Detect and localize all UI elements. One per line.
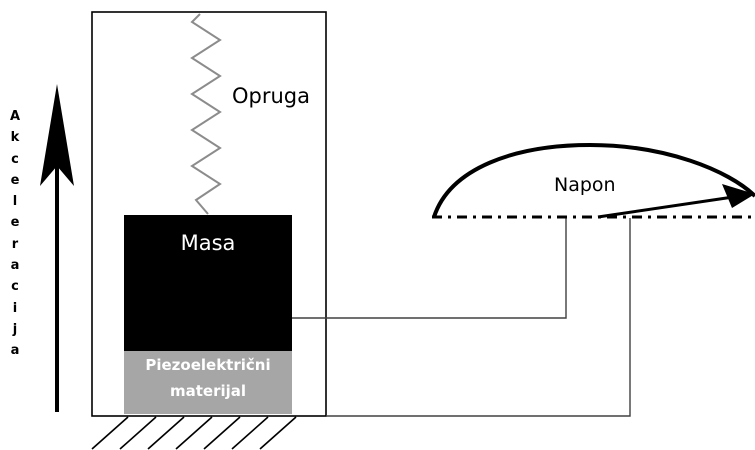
acceleration-letter: a xyxy=(10,258,20,274)
wire-top xyxy=(292,218,567,319)
piezo-label: Piezoelektrični materijal xyxy=(124,352,292,404)
acceleration-letter: l xyxy=(12,194,18,210)
acceleration-letter: e xyxy=(10,215,20,231)
voltage-label: Napon xyxy=(554,174,616,196)
voltmeter-needle xyxy=(597,194,741,219)
acceleration-letter: a xyxy=(10,343,20,359)
wire-bottom xyxy=(326,218,631,417)
acceleration-letter: k xyxy=(10,130,20,146)
acceleration-letter: i xyxy=(12,300,18,316)
acceleration-letter: A xyxy=(9,109,21,124)
acceleration-letter: c xyxy=(11,279,19,295)
acceleration-letter: c xyxy=(11,151,19,167)
voltmeter-dome xyxy=(432,142,755,218)
piezo-material xyxy=(124,351,292,414)
acceleration-arrow-head xyxy=(40,84,74,186)
spring-label: Opruga xyxy=(232,84,311,108)
acceleration-letter: j xyxy=(12,321,18,337)
acceleration-letter: r xyxy=(11,236,19,252)
mass-block xyxy=(124,215,292,351)
piezo-label-line1: Piezoelektrični xyxy=(145,356,271,374)
spring-coil xyxy=(190,13,222,215)
voltmeter-needle-tip xyxy=(722,184,755,208)
sensor-housing xyxy=(91,11,327,417)
ground-hatch xyxy=(91,416,297,450)
acceleration-letter: e xyxy=(10,172,20,188)
piezo-label-line2: materijal xyxy=(169,382,247,400)
mass-label: Masa xyxy=(180,231,236,255)
